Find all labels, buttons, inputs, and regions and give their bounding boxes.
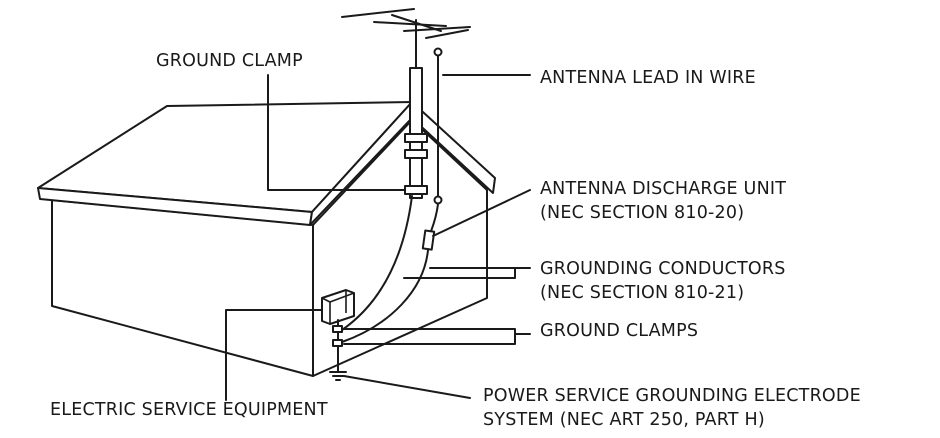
label-ground-clamps: GROUND CLAMPS: [540, 321, 699, 341]
electrode-ground-clamp-1: [332, 325, 343, 333]
mast-strap-1: [404, 133, 428, 143]
label-electric-service-equipment: ELECTRIC SERVICE EQUIPMENT: [50, 400, 328, 420]
antenna-element-1: [341, 8, 415, 18]
label-antenna-lead-in-wire: ANTENNA LEAD IN WIRE: [540, 68, 756, 88]
label-ground-clamp: GROUND CLAMP: [156, 51, 303, 71]
leader-ground-clamp: [267, 74, 406, 191]
electrode-ground-clamp-2: [332, 339, 343, 347]
house-side-wall: [51, 199, 314, 377]
lead-in-top-terminal: [433, 47, 443, 57]
label-antenna-discharge-unit-nec: (NEC SECTION 810-20): [540, 203, 745, 223]
antenna-element-4: [403, 26, 471, 32]
leader-power-service: [343, 375, 471, 399]
grounding-conductor-discharge: [341, 249, 429, 343]
leader-grounding-conductors: [403, 267, 531, 279]
grounding-conductor-mast: [341, 195, 413, 331]
label-power-service-grounding-nec: SYSTEM (NEC ART 250, PART H): [483, 410, 765, 430]
leader-ground-clamps: [343, 328, 531, 345]
antenna-element-3: [373, 21, 447, 27]
label-antenna-discharge-unit: ANTENNA DISCHARGE UNIT: [540, 179, 787, 199]
leader-antenna-discharge-unit: [432, 189, 531, 237]
label-grounding-conductors-nec: (NEC SECTION 810-21): [540, 283, 745, 303]
electric-service-box-edges: [321, 290, 355, 324]
label-power-service-grounding: POWER SERVICE GROUNDING ELECTRODE: [483, 386, 861, 406]
leader-electric-service: [225, 309, 323, 401]
antenna-discharge-unit: [421, 229, 436, 251]
label-grounding-conductors: GROUNDING CONDUCTORS: [540, 259, 786, 279]
lead-in-standoff: [433, 195, 443, 205]
mast-ground-clamp: [404, 185, 428, 195]
antenna-element-5: [425, 29, 469, 39]
mast-strap-2: [404, 149, 428, 159]
